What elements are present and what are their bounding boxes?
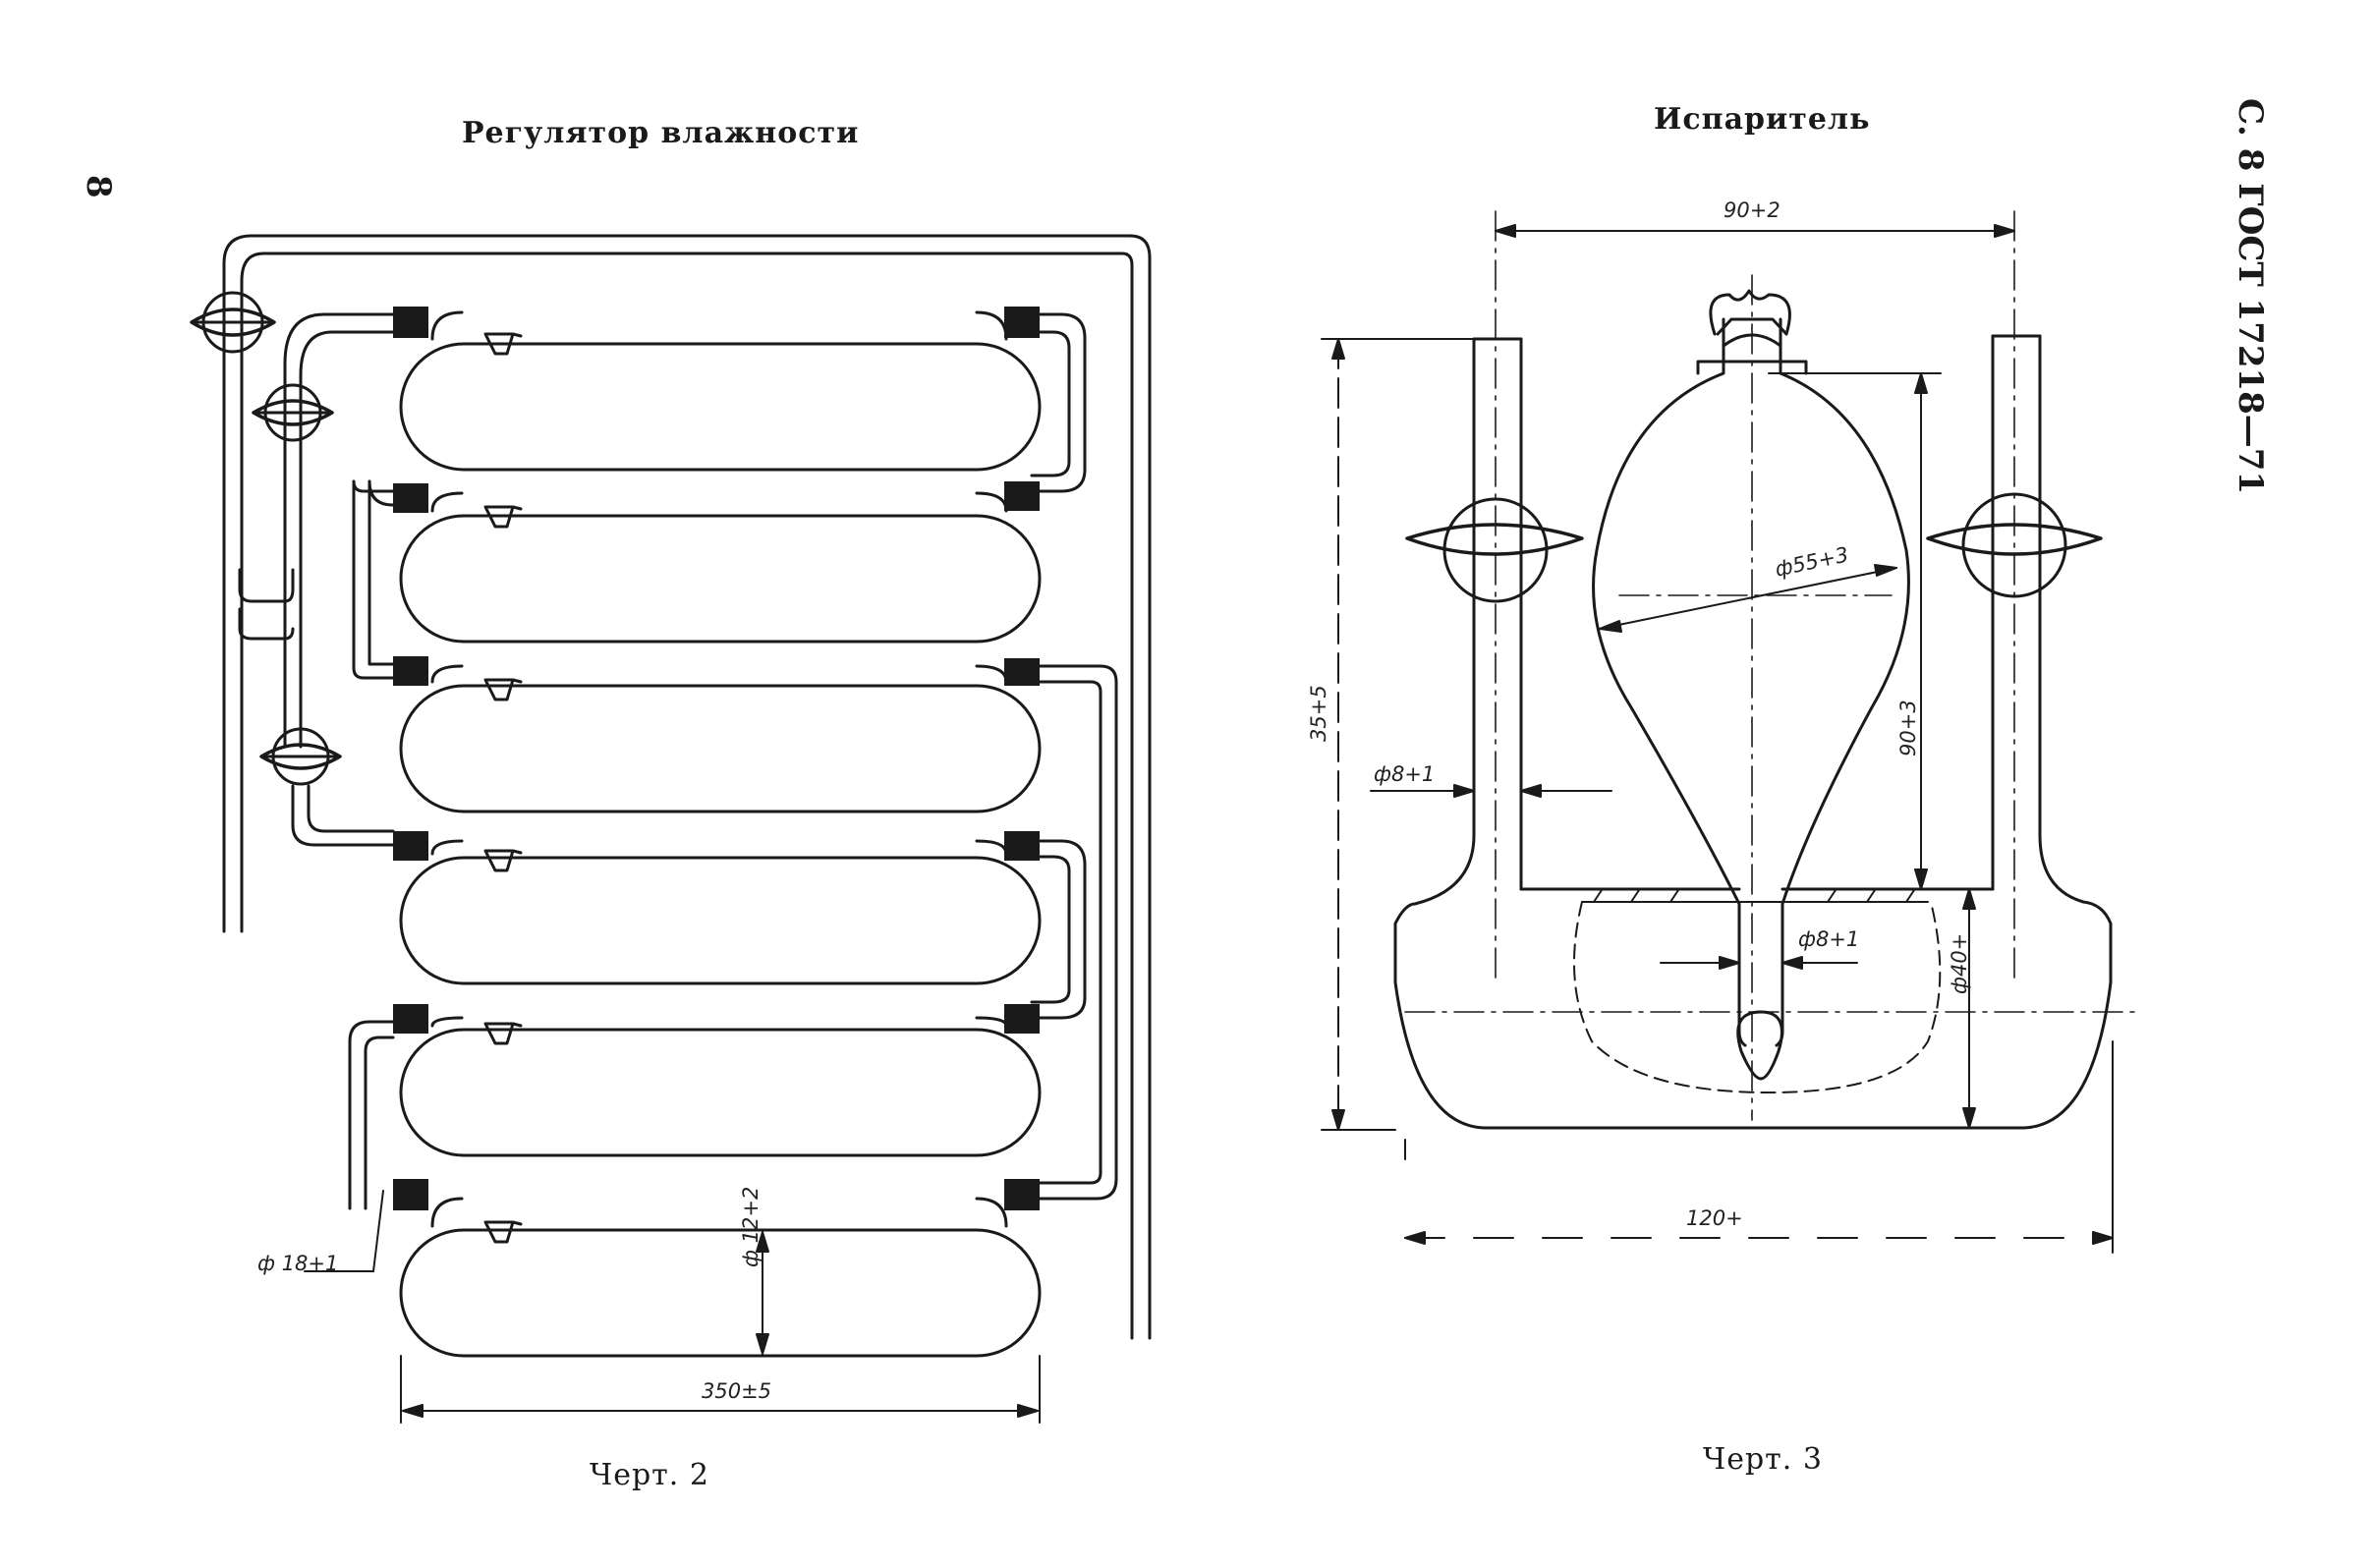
- left-tube: [1405, 337, 1584, 891]
- dim-left-tube-diameter: ф8+1: [1374, 762, 1436, 786]
- vessel-necks: [483, 332, 523, 1244]
- hatch-line: [1581, 889, 1929, 903]
- dim-funnel-tube-diameter: ф8+1: [1798, 927, 1860, 951]
- rubber-connectors: [393, 307, 1040, 1210]
- dim-height: 35+5: [1307, 685, 1330, 742]
- standard-header: С. 8 ГОСТ 17218—71: [2231, 98, 2270, 495]
- vessel-3: [399, 664, 1042, 813]
- stopcock-valve: [190, 291, 276, 354]
- dim-bottom-width: 120+: [1686, 1206, 1743, 1230]
- dim-top-width: 90+2: [1724, 198, 1780, 222]
- dim-funnel-height: 90+3: [1896, 700, 1920, 756]
- manifold-pipe: [222, 234, 1152, 1340]
- dimension-lines: [304, 1190, 1041, 1424]
- vessel-5: [399, 1016, 1042, 1157]
- vessel-2: [399, 491, 1042, 644]
- center-lines: [1404, 210, 2143, 1121]
- dim-vessel-diameter: ф 12+2: [739, 1186, 763, 1267]
- vessel-6: [399, 1197, 1042, 1358]
- regulator-drawing: [190, 234, 1152, 1424]
- inner-pipe: [283, 312, 395, 1210]
- evaporator-caption: Черт. 3: [1703, 1442, 1823, 1477]
- bottom-flask: [1393, 833, 2113, 1130]
- page-number: 8: [79, 175, 118, 198]
- stopcock-valve: [259, 727, 342, 786]
- evaporator-title: Испаритель: [1654, 102, 1871, 137]
- vessel-4: [399, 839, 1042, 985]
- stopcock-valve: [252, 383, 334, 442]
- regulator-title: Регулятор влажности: [462, 116, 860, 150]
- right-pipes: [1030, 312, 1118, 1201]
- dim-flask-diameter: ф40+: [1948, 932, 1971, 994]
- vessel-1: [399, 310, 1042, 472]
- dimension-lines: [1321, 224, 2114, 1254]
- dim-tube-diameter: ф 18+1: [257, 1252, 339, 1275]
- regulator-caption: Черт. 2: [590, 1458, 709, 1492]
- liquid-contour: [1573, 901, 1942, 1093]
- separating-funnel: [1592, 289, 1910, 1081]
- evaporator-drawing: [1321, 210, 2143, 1254]
- dim-vessel-length: 350±5: [702, 1379, 772, 1403]
